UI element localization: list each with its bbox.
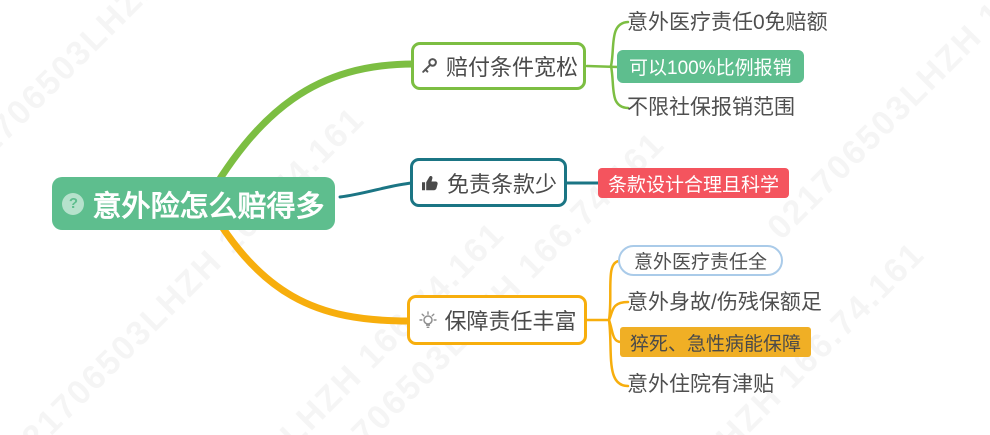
child-accident-medical-full[interactable]: 意外医疗责任全 [618,245,784,276]
root-node[interactable]: ? 意外险怎么赔得多 [52,177,335,230]
connector-branch1-to-child2 [585,64,620,69]
connector-branch1-to-child3 [609,64,630,110]
child-100-percent-reimbursement[interactable]: 可以100%比例报销 [617,50,804,83]
root-label: 意外险怎么赔得多 [92,190,325,223]
branch-few-exemption-clauses[interactable]: 免责条款少 [410,158,567,207]
connector-branch3-to-child4 [607,318,630,388]
branch-label: 赔付条件宽松 [446,55,579,80]
connector-root-to-branch-claim-conditions [196,60,418,216]
child-clause-design-reasonable[interactable]: 条款设计合理且科学 [598,168,790,198]
child-no-social-security-limit[interactable]: 不限社保报销范围 [627,96,795,119]
connector-branch3-to-child1 [607,259,622,322]
connector-branch1-to-child1 [609,20,630,68]
child-sudden-death-covered[interactable]: 猝死、急性病能保障 [620,327,812,357]
lightbulb-icon [418,310,438,330]
branch-label: 免责条款少 [447,171,558,197]
child-hospital-allowance[interactable]: 意外住院有津贴 [627,373,774,396]
question-circle-icon: ? [62,192,85,215]
child-accident-medical-zero-deductible[interactable]: 意外医疗责任0免赔额 [627,11,828,34]
branch-rich-coverage[interactable]: 保障责任丰富 [407,295,587,345]
branch-label: 保障责任丰富 [444,309,577,334]
child-death-disability-sum-assured[interactable]: 意外身故/伤残保额足 [627,291,822,314]
connector-branch3-to-child2 [607,300,630,322]
key-icon [419,56,439,76]
branch-claim-conditions-loose[interactable]: 赔付条件宽松 [411,42,586,90]
thumbs-up-icon [420,173,440,193]
connector-root-to-branch-exemption-clauses [338,181,414,199]
